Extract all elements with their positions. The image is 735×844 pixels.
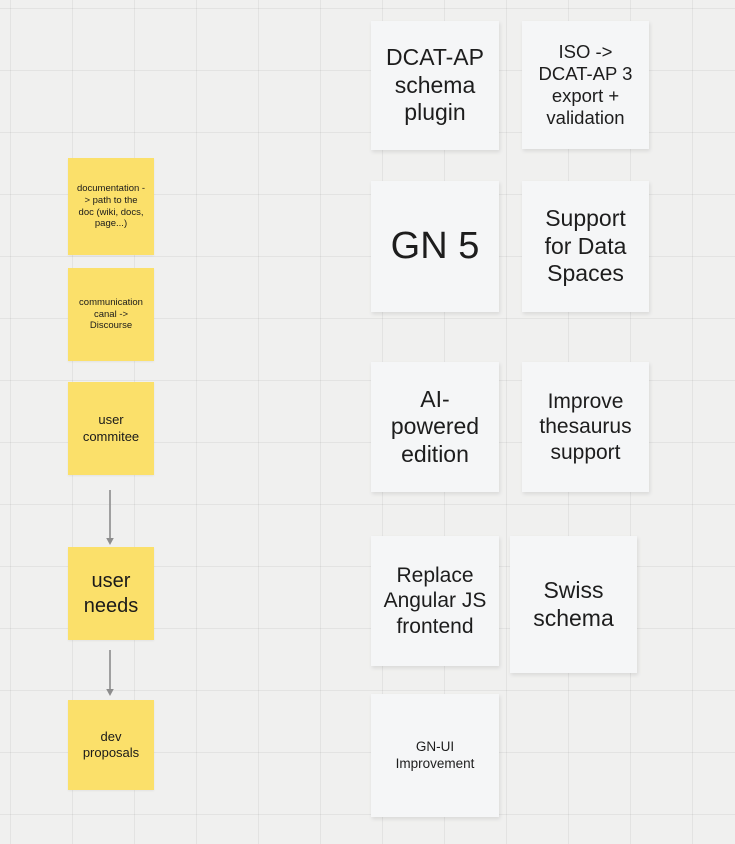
idea-card-replace-angular-js-frontend[interactable]: Replace Angular JS frontend [371,536,499,666]
sticky-note-user-commitee[interactable]: user commitee [68,382,154,475]
sticky-note-dev-proposals[interactable]: dev proposals [68,700,154,790]
idea-card-iso-dcat-ap-3-export-validation[interactable]: ISO -> DCAT-AP 3 export + validation [522,21,649,149]
idea-card-ai-powered-edition[interactable]: AI-powered edition [371,362,499,492]
idea-card-swiss-schema[interactable]: Swiss schema [510,536,637,673]
sticky-note-user-needs[interactable]: user needs [68,547,154,640]
idea-card-dcat-ap-schema-plugin[interactable]: DCAT-AP schema plugin [371,21,499,150]
idea-card-gn-ui-improvement[interactable]: GN-UI Improvement [371,694,499,817]
sticky-note-communication-canal[interactable]: communication canal -> Discourse [68,268,154,361]
idea-card-gn-5[interactable]: GN 5 [371,181,499,312]
connector-arrow[interactable] [103,650,117,696]
idea-card-support-for-data-spaces[interactable]: Support for Data Spaces [522,181,649,312]
idea-card-improve-thesaurus-support[interactable]: Improve thesaurus support [522,362,649,492]
connector-arrow[interactable] [103,490,117,545]
sticky-note-documentation[interactable]: documentation -> path to the doc (wiki, … [68,158,154,255]
